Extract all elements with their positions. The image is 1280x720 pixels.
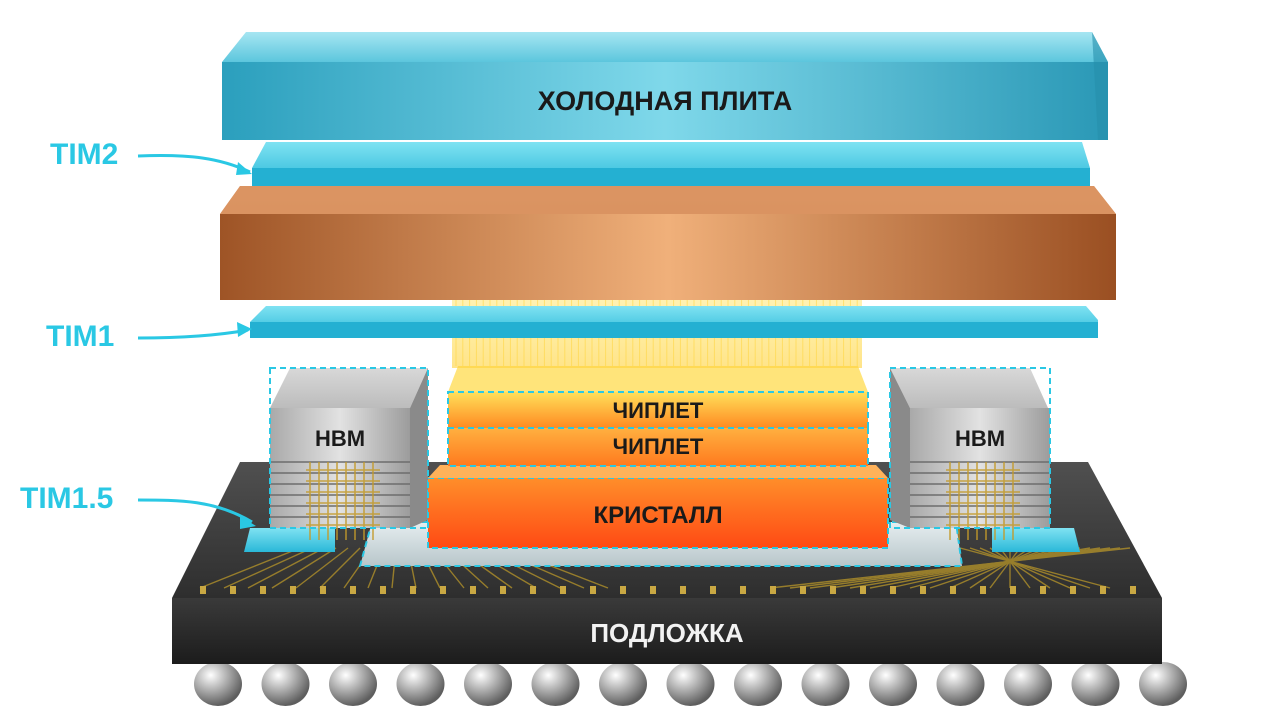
substrate-pad (530, 586, 536, 594)
substrate-trace (989, 547, 1051, 589)
tim1-arrow (137, 328, 249, 340)
substrate-pad (500, 586, 506, 594)
substrate-pad (1100, 586, 1106, 594)
substrate-trace (949, 547, 1041, 589)
tim2-callout: TIM2 (50, 138, 119, 171)
solder-ball (666, 662, 715, 706)
substrate-pad (440, 586, 446, 594)
solder-ball (464, 662, 512, 706)
substrate-trace (969, 547, 1031, 589)
substrate-pad (740, 586, 746, 594)
substrate-pad (680, 586, 686, 594)
solder-ball (869, 662, 917, 706)
substrate-pad (800, 586, 806, 594)
substrate-pad (1130, 586, 1136, 594)
tim15-arrow (137, 498, 253, 524)
tim15-callout: TIM1.5 (20, 482, 114, 515)
substrate-pad (410, 586, 416, 594)
substrate-pad (1010, 586, 1016, 594)
substrate-pad (620, 586, 626, 594)
substrate-pad (470, 586, 476, 594)
solder-ball (261, 662, 310, 706)
substrate-trace (929, 547, 1051, 589)
substrate-trace (271, 547, 337, 589)
tim1-layer (250, 306, 1098, 338)
tim15-pads (244, 528, 1080, 552)
solder-ball (599, 662, 647, 706)
callout-arrows (137, 154, 256, 529)
chiplet-block-top (447, 366, 869, 429)
substrate-pad (290, 586, 296, 594)
substrate-trace (989, 547, 1021, 589)
substrate-pad (230, 586, 236, 594)
solder-balls (194, 662, 1187, 706)
substrate-pad (650, 586, 656, 594)
substrate-trace (909, 547, 1061, 589)
tim1-arrowhead-icon (237, 322, 252, 337)
substrate-pad (260, 586, 266, 594)
tim2-arrowhead-icon (236, 162, 252, 175)
substrate-pad (920, 586, 926, 594)
solder-ball (531, 662, 580, 706)
substrate-trace (199, 547, 301, 589)
substrate-trace (295, 547, 349, 589)
substrate-pad (560, 586, 566, 594)
chiplet-bottom-label: ЧИПЛЕТ (612, 434, 704, 459)
substrate-pad (950, 586, 956, 594)
substrate-trace (849, 547, 1091, 589)
solder-ball (396, 662, 445, 706)
substrate-trace (223, 547, 313, 589)
chiplet-top-label: ЧИПЛЕТ (612, 398, 704, 423)
solder-ball (1004, 662, 1052, 706)
substrate-pad (1070, 586, 1076, 594)
heat-spreader (220, 186, 1116, 300)
tim1-callout: TIM1 (46, 320, 115, 353)
substrate-trace (999, 547, 1031, 589)
substrate-trace (959, 547, 1111, 589)
substrate-trace (979, 547, 1071, 589)
substrate-pad (860, 586, 866, 594)
substrate-trace (969, 547, 1091, 589)
die-block (427, 465, 889, 549)
solder-ball (801, 662, 850, 706)
die-label: КРИСТАЛЛ (593, 502, 723, 529)
substrate-trace (247, 547, 325, 589)
solder-ball (1071, 662, 1120, 706)
cold-plate (222, 32, 1108, 140)
tim15-arrowhead-icon (240, 516, 256, 529)
substrate-pad (890, 586, 896, 594)
substrate-trace (769, 547, 1131, 589)
substrate-pad (980, 586, 986, 594)
solder-ball (329, 662, 377, 706)
substrate-pad (830, 586, 836, 594)
hbm-right-label: HBM (954, 426, 1006, 451)
substrate-pad (200, 586, 206, 594)
tim2-layer (252, 142, 1090, 186)
solder-ball (1139, 662, 1187, 706)
substrate-pad (380, 586, 386, 594)
substrate-trace (889, 547, 1071, 589)
substrate-pad (770, 586, 776, 594)
substrate-pad (590, 586, 596, 594)
solder-ball (194, 662, 242, 706)
substrate-pad (1040, 586, 1046, 594)
solder-ball (734, 662, 782, 706)
substrate-label: ПОДЛОЖКА (590, 618, 744, 648)
tim2-arrow (137, 154, 251, 174)
hbm-stack-left (269, 367, 429, 540)
hbm-stack-right (889, 367, 1051, 540)
substrate-pad (320, 586, 326, 594)
cold-plate-label: ХОЛОДНАЯ ПЛИТА (537, 86, 793, 116)
substrate-trace (869, 547, 1081, 589)
hbm-left-label: HBM (314, 426, 366, 451)
solder-ball (936, 662, 985, 706)
substrate-trace (319, 547, 361, 589)
substrate-pad (710, 586, 716, 594)
substrate-pad (350, 586, 356, 594)
